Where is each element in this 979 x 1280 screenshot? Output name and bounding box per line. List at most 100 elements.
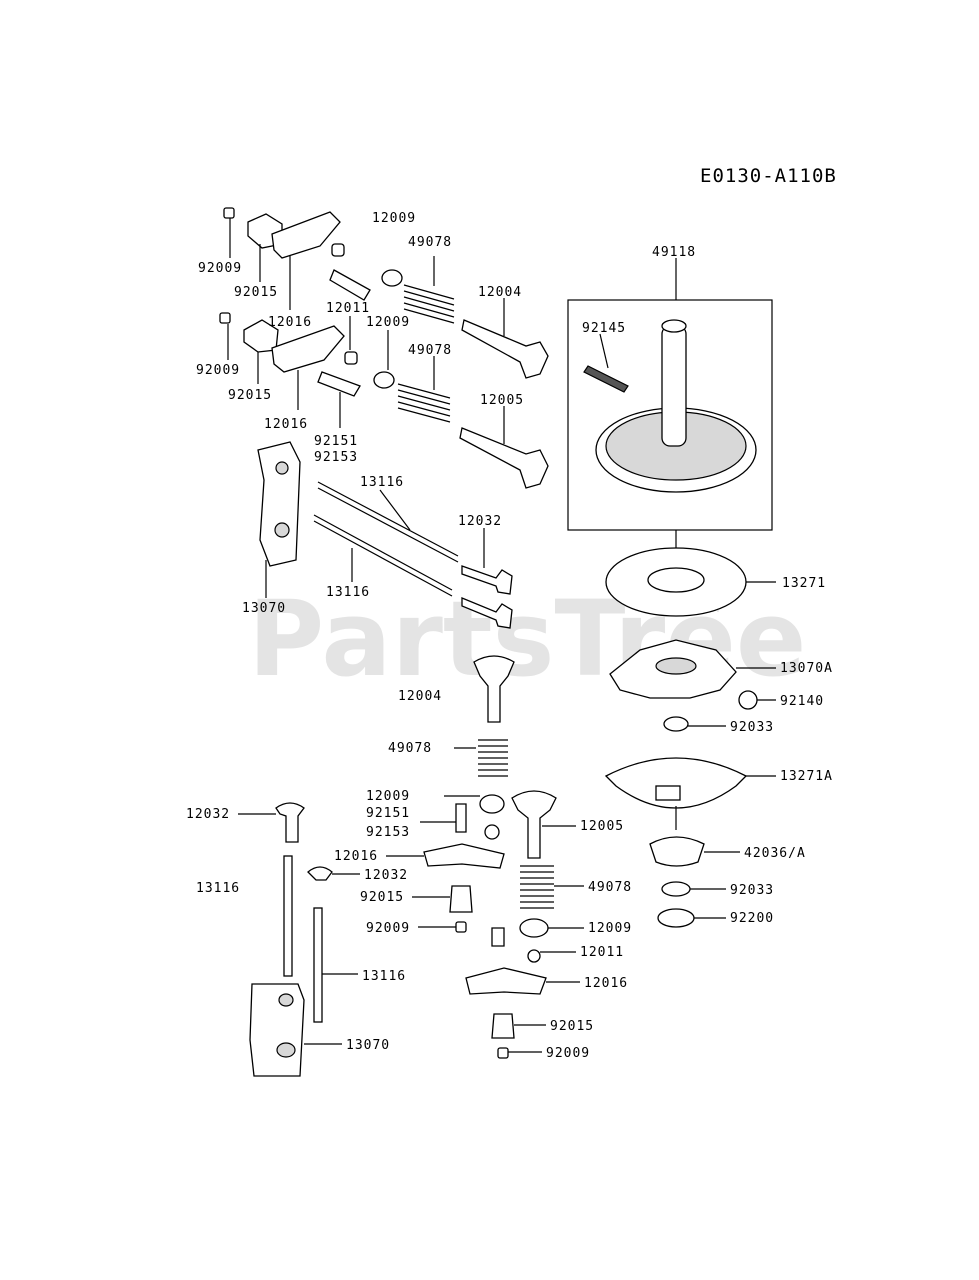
- part-13271A[interactable]: [604, 757, 748, 809]
- label-92015: 92015: [228, 388, 272, 403]
- part-12005-lower[interactable]: [511, 790, 557, 859]
- label-49078: 49078: [388, 741, 432, 756]
- label-12032: 12032: [458, 514, 502, 529]
- label-12016: 12016: [584, 976, 628, 991]
- label-12011: 12011: [326, 301, 370, 316]
- valve-spring-lower-group[interactable]: [373, 371, 549, 489]
- part-13070-upper[interactable]: [257, 441, 301, 567]
- part-12016-d[interactable]: [465, 967, 547, 995]
- rocker-assembly-upper[interactable]: [223, 207, 371, 301]
- label-92009: 92009: [198, 261, 242, 276]
- part-13116-d[interactable]: [313, 907, 323, 1023]
- label-92140: 92140: [780, 694, 824, 709]
- part-12009-d[interactable]: [519, 918, 549, 938]
- label-49078: 49078: [408, 235, 452, 250]
- part-92151-upper[interactable]: [329, 269, 371, 301]
- label-92009: 92009: [366, 921, 410, 936]
- part-49078-upper[interactable]: [403, 284, 455, 324]
- part-42036-A[interactable]: [649, 836, 705, 867]
- part-92015-c[interactable]: [449, 885, 473, 913]
- part-49078-c[interactable]: [478, 739, 508, 777]
- plate-hole-icon: [274, 522, 290, 538]
- label-42036-A: 42036/A: [744, 846, 806, 861]
- part-92009-lower[interactable]: [219, 312, 231, 324]
- part-92151-lower[interactable]: [317, 371, 361, 397]
- washer-hole-icon: [647, 567, 705, 593]
- label-92009: 92009: [546, 1046, 590, 1061]
- part-13070-lower[interactable]: [249, 983, 305, 1077]
- camshaft-gear[interactable]: [583, 319, 757, 493]
- part-13116-b-edge: [313, 520, 453, 597]
- part-12009-lower[interactable]: [373, 371, 395, 389]
- part-12009-c[interactable]: [479, 794, 505, 814]
- label-12005: 12005: [580, 819, 624, 834]
- part-12005-upper[interactable]: [459, 427, 549, 489]
- label-13116: 13116: [360, 475, 404, 490]
- part-12011-upper[interactable]: [331, 243, 345, 257]
- label-13271A: 13271A: [780, 769, 833, 784]
- label-13070: 13070: [346, 1038, 390, 1053]
- label-13116: 13116: [326, 585, 370, 600]
- part-12032-lower-tappet[interactable]: [461, 597, 513, 629]
- label-12011: 12011: [580, 945, 624, 960]
- part-12032-b[interactable]: [275, 802, 305, 843]
- part-12016-lower[interactable]: [271, 325, 345, 373]
- plate-center-icon: [655, 657, 697, 675]
- label-12016: 12016: [268, 315, 312, 330]
- part-92009-c[interactable]: [455, 921, 467, 933]
- label-12009: 12009: [372, 211, 416, 226]
- label-49078: 49078: [588, 880, 632, 895]
- label-13116: 13116: [362, 969, 406, 984]
- part-92033-a[interactable]: [663, 716, 689, 732]
- part-13116-a[interactable]: [317, 481, 459, 557]
- part-12032-c[interactable]: [307, 866, 333, 881]
- part-13116-c[interactable]: [283, 855, 293, 977]
- part-12009-upper[interactable]: [381, 269, 403, 287]
- label-49078: 49078: [408, 343, 452, 358]
- part-12011-c[interactable]: [484, 824, 500, 840]
- part-13116-a-edge: [317, 487, 459, 563]
- label-92033: 92033: [730, 883, 774, 898]
- valve-12004-vertical[interactable]: [473, 655, 515, 723]
- part-12004-upper[interactable]: [461, 319, 549, 379]
- label-12004: 12004: [398, 689, 442, 704]
- label-13116: 13116: [196, 881, 240, 896]
- label-12004: 12004: [478, 285, 522, 300]
- part-12004-lower[interactable]: [473, 655, 515, 723]
- part-12032-upper-tappet[interactable]: [461, 565, 513, 595]
- label-92151: 92151: [314, 434, 358, 449]
- part-12016-c[interactable]: [423, 843, 505, 869]
- part-stud[interactable]: [491, 927, 505, 947]
- plate-hole-icon: [276, 1042, 296, 1058]
- label-92009: 92009: [196, 363, 240, 378]
- part-13116-b[interactable]: [313, 514, 453, 591]
- part-92140[interactable]: [738, 690, 758, 710]
- part-49078-lower[interactable]: [397, 383, 451, 423]
- part-92145[interactable]: [583, 365, 629, 393]
- part-49118-shaft[interactable]: [661, 325, 687, 447]
- rocker-assembly-lower[interactable]: [219, 312, 361, 397]
- diagram-code: E0130-A110B: [700, 165, 837, 187]
- part-12016-upper[interactable]: [271, 211, 341, 259]
- part-12011-lower[interactable]: [344, 351, 358, 365]
- shaft-end-icon: [661, 319, 687, 333]
- label-92145: 92145: [582, 321, 626, 336]
- part-92033-b[interactable]: [661, 881, 691, 897]
- label-12032: 12032: [186, 807, 230, 822]
- part-92151-b[interactable]: [455, 803, 467, 833]
- label-92015: 92015: [360, 890, 404, 905]
- label-92033: 92033: [730, 720, 774, 735]
- plate-hole-icon: [278, 993, 294, 1007]
- plate-hole-icon: [275, 461, 289, 475]
- part-92009-d[interactable]: [497, 1047, 509, 1059]
- part-49078-d[interactable]: [520, 865, 554, 909]
- part-92015-d[interactable]: [491, 1013, 515, 1039]
- label-13271: 13271: [782, 576, 826, 591]
- part-92009-upper[interactable]: [223, 207, 235, 219]
- label-92200: 92200: [730, 911, 774, 926]
- part-92200[interactable]: [657, 908, 695, 928]
- valve-spring-upper-group[interactable]: [381, 269, 549, 379]
- label-92153: 92153: [366, 825, 410, 840]
- part-12011-d[interactable]: [527, 949, 541, 963]
